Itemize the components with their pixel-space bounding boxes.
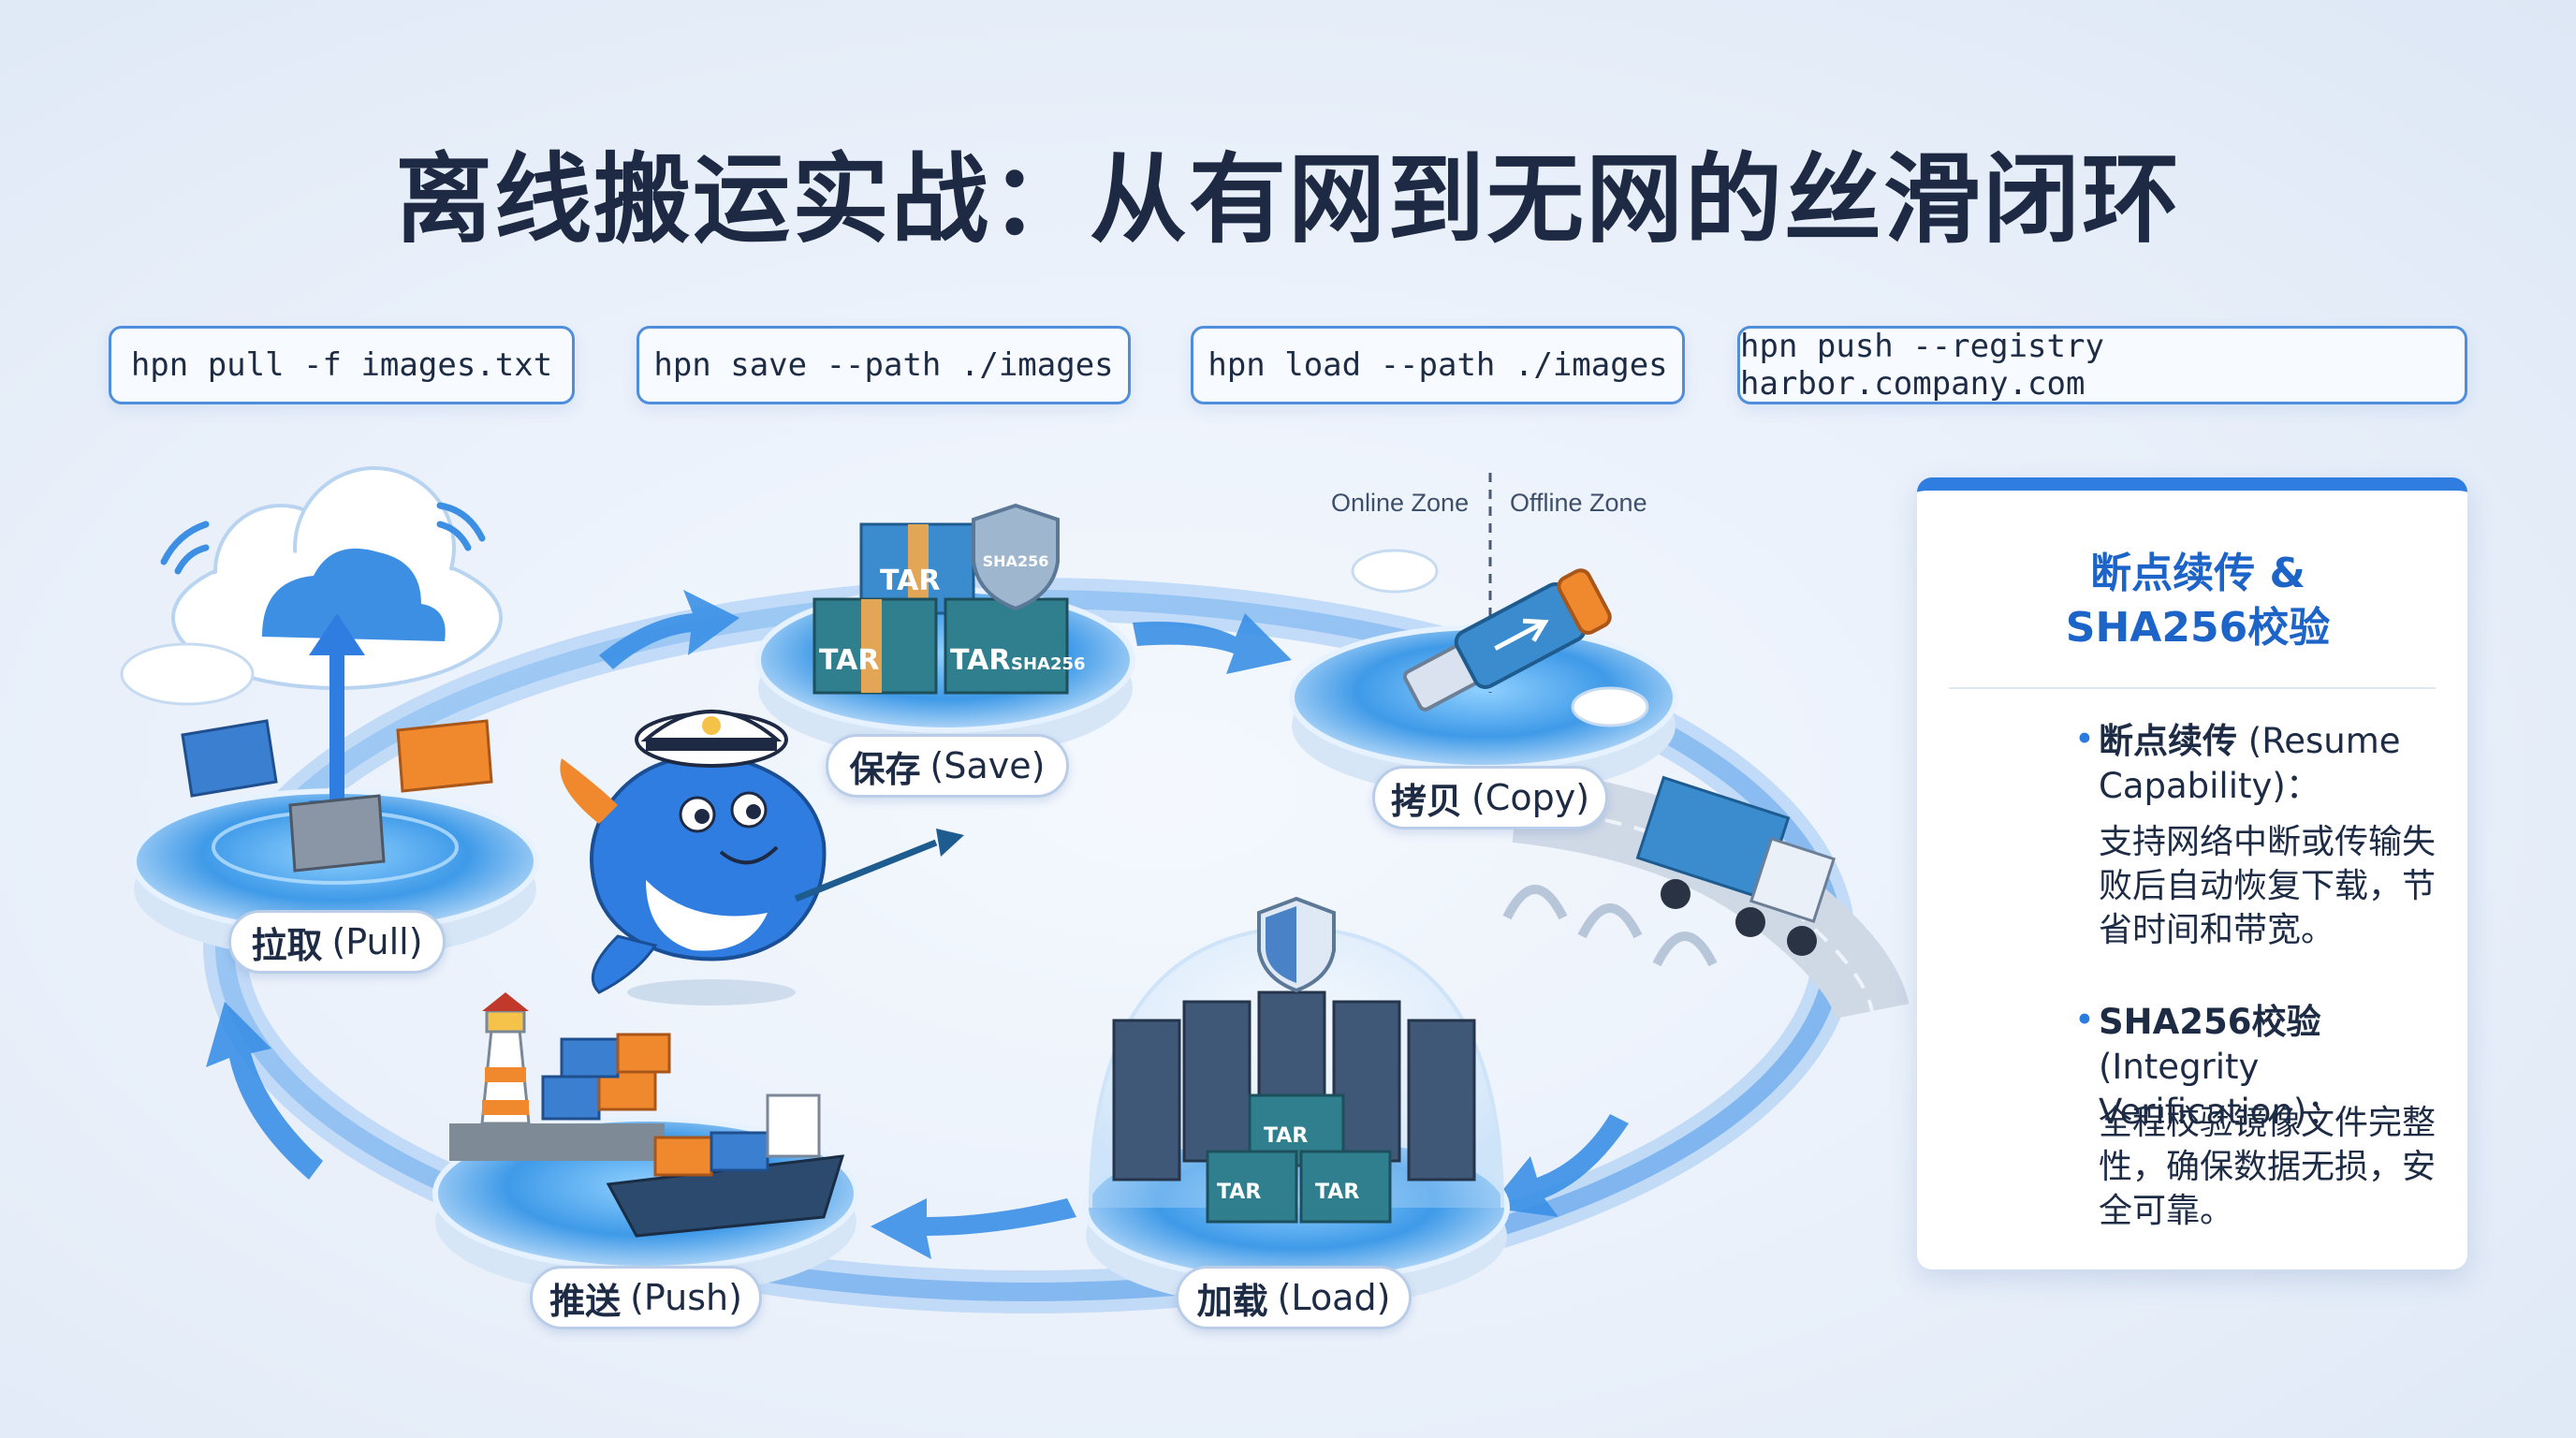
load-stage-graphic: TAR TAR TAR — [1083, 896, 1510, 1309]
panel-divider — [1949, 687, 2436, 689]
stage-label-pull[interactable]: 拉取(Pull) — [228, 910, 446, 974]
push-stage-graphic — [432, 992, 859, 1297]
offline-zone-label: Offline Zone — [1510, 489, 1647, 517]
svg-text:TAR: TAR — [1264, 1124, 1308, 1148]
svg-text:TAR: TAR — [819, 644, 879, 677]
svg-text:SHA256: SHA256 — [1011, 654, 1086, 674]
svg-text:TAR: TAR — [1315, 1181, 1359, 1204]
command-pull[interactable]: hpn pull -f images.txt — [109, 326, 575, 404]
feature-panel: 断点续传 & SHA256校验 •断点续传 (Resume Capability… — [1917, 477, 2467, 1269]
dolphin-mascot-icon — [560, 710, 964, 1005]
command-push[interactable]: hpn push --registry harbor.company.com — [1737, 326, 2467, 404]
stage-label-load[interactable]: 加载(Load) — [1176, 1266, 1412, 1329]
lighthouse-icon — [480, 992, 531, 1125]
stage-label-save[interactable]: 保存(Save) — [826, 734, 1069, 798]
panel-title: 断点续传 & SHA256校验 — [2065, 550, 2331, 652]
container-stack-icon — [541, 1033, 671, 1121]
svg-text:TAR: TAR — [950, 644, 1010, 677]
shield-icon: SHA256 — [972, 503, 1060, 611]
pier — [449, 1123, 665, 1161]
shield-icon — [1257, 896, 1336, 993]
wifi-icon — [160, 502, 486, 575]
command-load[interactable]: hpn load --path ./images — [1191, 326, 1685, 404]
truck-icon — [1635, 775, 1836, 956]
save-stage-graphic: TAR TAR TAR SHA256 SHA256 — [755, 503, 1135, 758]
cargo-ship-icon — [606, 1093, 845, 1238]
copy-stage-graphic — [1289, 473, 1678, 796]
feature-resume-heading: •断点续传 (Resume Capability)： — [2074, 719, 2401, 806]
online-zone-label: Online Zone — [1331, 489, 1470, 517]
feature-resume-description: 支持网络中断或传输失 败后自动恢复下载，节 省时间和带宽。 — [2099, 823, 2437, 949]
tar-box-icon: TAR TAR TAR SHA256 — [812, 522, 1086, 695]
flow-arrow-icon — [206, 590, 1629, 1259]
usb-drive-icon — [1402, 568, 1612, 712]
svg-text:TAR: TAR — [1217, 1181, 1261, 1204]
container-icon — [181, 719, 493, 873]
stage-label-copy[interactable]: 拷贝(Copy) — [1372, 766, 1608, 829]
feature-integrity-heading: •SHA256校验 (Integrity Verification)： — [2074, 1000, 2342, 1132]
svg-text:TAR: TAR — [880, 565, 940, 597]
svg-text:SHA256: SHA256 — [983, 552, 1049, 570]
feature-integrity-description: 全程校验镜像文件完整 性，确保数据无损，安 全可靠。 — [2099, 1104, 2437, 1230]
stage-label-push[interactable]: 推送(Push) — [530, 1266, 762, 1329]
page-title: 离线搬运实战：从有网到无网的丝滑闭环 — [394, 142, 2181, 257]
command-save[interactable]: hpn save --path ./images — [637, 326, 1131, 404]
